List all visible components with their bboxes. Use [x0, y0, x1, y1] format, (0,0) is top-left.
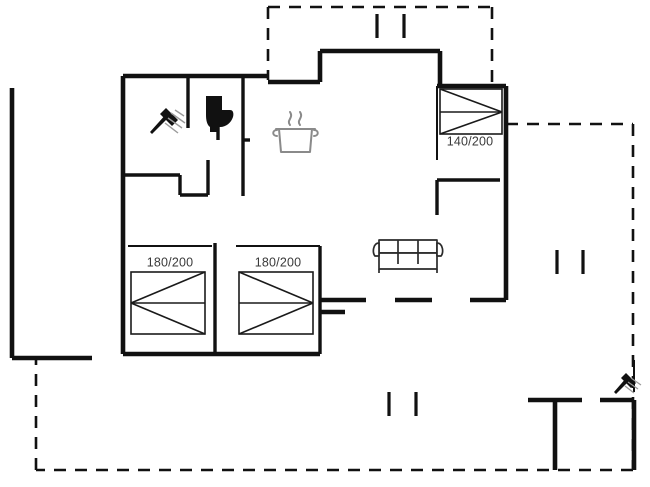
bed-label-140-north: 140/200	[447, 134, 494, 148]
pot-steam-left	[287, 111, 293, 126]
outdoor-shower-icon	[614, 373, 642, 394]
outdoor-shower-spray	[624, 377, 642, 394]
bed-diagonal-lower	[130, 302, 206, 335]
bed-diagonal-upper	[238, 271, 314, 304]
outbuilding-walls	[528, 360, 637, 470]
terrace-post-markers	[375, 14, 585, 416]
building-shell	[120, 48, 509, 357]
pot-body	[278, 128, 313, 153]
sofa-seat	[378, 252, 438, 270]
bed-label-180-right: 180/200	[255, 255, 302, 269]
bed-label-180-left: 180/200	[147, 255, 194, 269]
interior-walls	[123, 78, 345, 354]
bed-diagonal-lower	[238, 302, 314, 335]
bed-180-left	[130, 271, 206, 335]
sofa-arm-left	[372, 242, 380, 257]
pot-handle-right	[313, 129, 319, 137]
pot-steam-right	[297, 111, 303, 126]
sofa-backrest	[378, 239, 438, 254]
sofa-icon	[372, 239, 444, 273]
bed-diagonal-upper	[130, 271, 206, 304]
bed-180-right	[238, 271, 314, 335]
terrace-outline	[34, 5, 635, 472]
toilet-icon	[206, 96, 234, 132]
bed-diagonal-lower	[439, 111, 503, 135]
pot-handle-left	[272, 129, 278, 137]
cooking-pot-icon	[272, 111, 319, 153]
bed-diagonal-upper	[439, 88, 503, 113]
bed-140-north	[439, 88, 503, 135]
toilet-body	[206, 96, 234, 132]
shower-spray	[164, 109, 186, 134]
sofa-arm-right	[436, 242, 444, 257]
exterior-walls	[9, 88, 92, 361]
shower-icon	[150, 108, 186, 134]
